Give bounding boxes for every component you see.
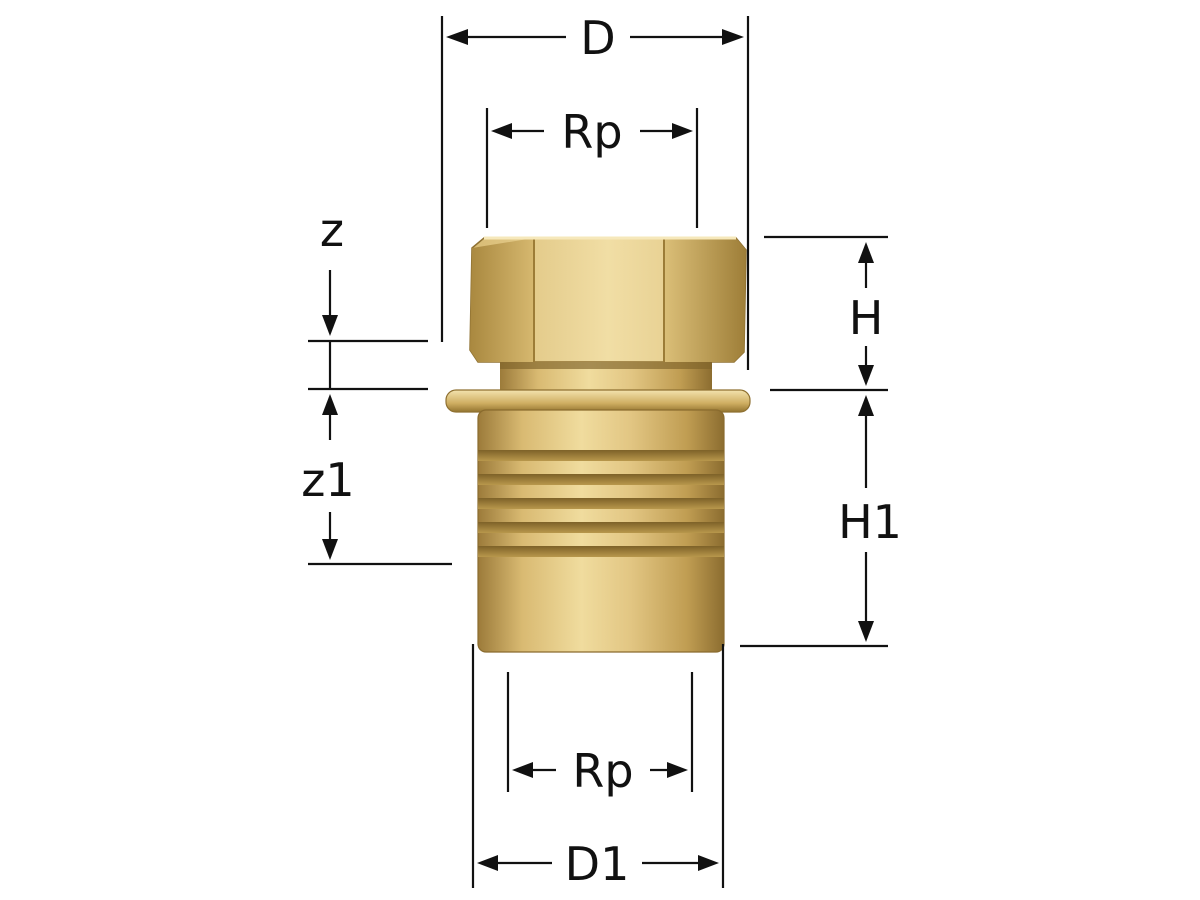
dimension-lines (308, 16, 888, 888)
brass-fitting-illustration (445, 236, 751, 653)
label-Rp-bottom: Rp (572, 744, 633, 798)
label-z: z (320, 203, 344, 257)
fitting-flange (445, 389, 751, 413)
dimension-labels: D Rp z H z1 H1 Rp D1 (301, 11, 902, 891)
label-z1: z1 (301, 453, 354, 507)
label-H: H (849, 291, 884, 345)
fitting-body (477, 409, 725, 653)
hex-nut (469, 236, 747, 363)
label-H1: H1 (838, 495, 902, 549)
label-D1: D1 (565, 837, 630, 891)
label-D: D (580, 11, 615, 65)
label-Rp-top: Rp (561, 105, 622, 159)
fitting-neck (500, 362, 712, 392)
